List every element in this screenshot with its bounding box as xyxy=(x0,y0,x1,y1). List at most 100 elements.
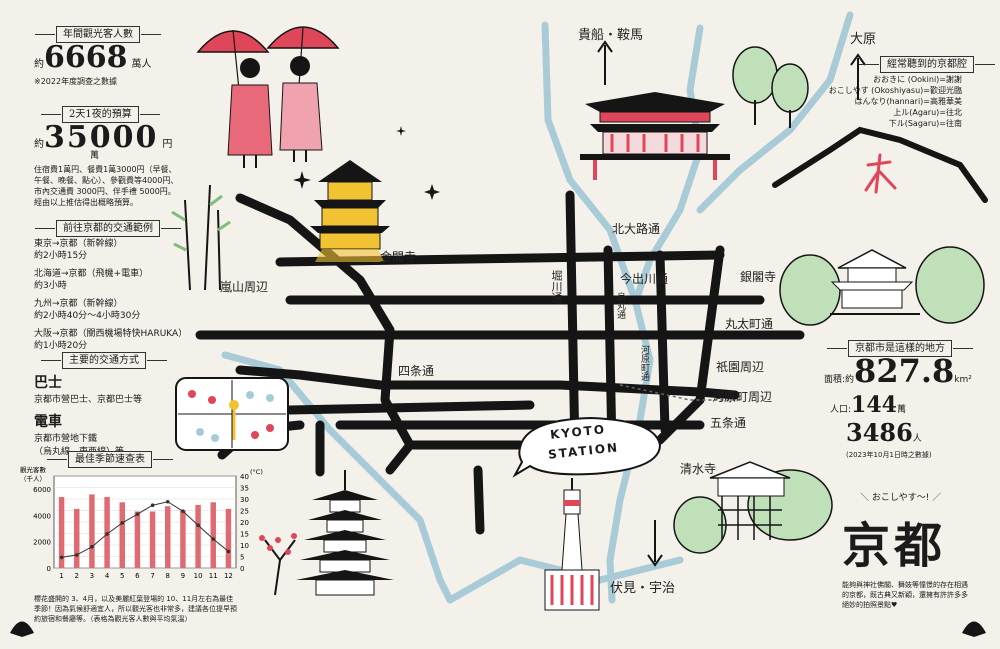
chart-tick-x: 9 xyxy=(181,572,185,580)
street-horikawa: 堀川通 xyxy=(550,270,563,303)
arrow-south-icon xyxy=(647,520,663,567)
street-kitaoji: 北大路通 xyxy=(612,222,661,236)
population-value-2: 3486 xyxy=(846,418,913,447)
phrase-item: 下ル(Sagaru)=往南 xyxy=(888,119,962,128)
chart-tick-right: 25 xyxy=(240,508,249,516)
fan-icon xyxy=(10,621,986,637)
chart-tick-right: 35 xyxy=(240,485,249,493)
destination-fushimi: 伏見・宇治 xyxy=(610,581,676,596)
chart-tick-left: 0 xyxy=(47,565,51,573)
street-marutamachi: 丸太町通 xyxy=(725,317,774,331)
city-note: (2023年10月1日時之數據) xyxy=(846,451,932,459)
chart-tick-x: 6 xyxy=(135,572,140,580)
chart-bar xyxy=(165,506,171,568)
destination-ohara: 大原 xyxy=(850,32,877,47)
shrine-illustration-icon xyxy=(580,92,730,180)
chart-point xyxy=(90,545,94,549)
trees-illustration-icon xyxy=(732,46,809,128)
ginkakuji-illustration-icon xyxy=(779,246,985,326)
chart-bar xyxy=(89,494,95,568)
budget-number: 35000 xyxy=(44,120,159,155)
main-title: 京都 xyxy=(842,518,947,574)
chart-point xyxy=(211,537,216,541)
chart-bar xyxy=(210,502,216,568)
access-list: 東京→京都（新幹線） 約2小時15分 北海道→京都（飛機+電車） 約3小時 九州… xyxy=(34,239,188,351)
phrase-item: 上ル(Agaru)=往北 xyxy=(893,108,962,117)
visitors-label: 年間觀光客人數 xyxy=(35,26,161,43)
arrow-northeast-icon xyxy=(850,53,866,100)
chart-tick-x: 11 xyxy=(209,572,218,580)
city-area: 面積:約827.8km² xyxy=(824,352,972,390)
label-kinkakuji: 金閣寺 xyxy=(380,250,417,264)
phrase-item: はんなり(hannari)=高雅華美 xyxy=(854,97,962,106)
chart-ylabel-left: 觀光客數 xyxy=(20,466,47,474)
kiyomizu-illustration-icon xyxy=(673,461,833,554)
street-arashiyama: 嵐山周辺 xyxy=(220,280,269,294)
chart-tick-x: 5 xyxy=(120,572,124,580)
chart-point xyxy=(196,523,200,528)
access-route: 大阪→京都（關西機場特快HARUKA） xyxy=(34,329,188,339)
visitors-number: 6668 xyxy=(44,40,128,75)
budget-unit-man: 萬 xyxy=(90,151,100,161)
city-label: 京都市是這樣的地方 xyxy=(827,340,973,357)
street-kawaramachi-v: 河原町通 xyxy=(639,345,649,381)
bento-illustration-icon xyxy=(175,377,289,451)
label-ginkakuji: 銀閣寺 xyxy=(740,270,777,284)
plum-tree-illustration-icon xyxy=(259,533,297,596)
chart-tick-x: 7 xyxy=(150,572,154,580)
street-gojo: 五条通 xyxy=(710,416,747,430)
chart-tick-x: 12 xyxy=(224,572,233,580)
chart-tick-right: 0 xyxy=(240,565,244,573)
chart-ylabel-right: (°C) xyxy=(250,468,263,476)
chart-tick-x: 10 xyxy=(194,572,203,580)
greeting-text: ＼ おこしやす〜! ／ xyxy=(860,493,942,503)
title-description: 能夠與神社佛閣、舞妓等憧憬的存在相遇 的京都，既古典又新穎，還擁有許許多多 絕妙… xyxy=(842,581,968,609)
pagoda-illustration-icon xyxy=(296,470,394,596)
season-notes: 櫻花盛開的 3、4月，以及美麗紅葉登場的 10、11月左右為最佳 季節！因為氣候… xyxy=(34,595,237,623)
chart-tick-left: 2000 xyxy=(33,539,51,547)
chart-point xyxy=(150,503,155,508)
transport-label: 主要的交通方式 xyxy=(41,352,167,369)
street-gion: 祇園周辺 xyxy=(716,360,765,374)
chart-tick-x: 3 xyxy=(90,572,94,580)
station-bubble xyxy=(512,416,662,478)
chart-bar xyxy=(58,497,65,568)
access-route: 北海道→京都（飛機+電車） xyxy=(34,269,149,279)
chart-bar xyxy=(195,504,201,568)
access-route: 九州→京都（新幹線） xyxy=(34,299,123,309)
access-label: 前往京都的交通範例 xyxy=(35,220,181,237)
daimonji-icon xyxy=(864,153,897,194)
chart-tick-x: 4 xyxy=(105,572,110,580)
destination-kurama: 貴船・鞍馬 xyxy=(578,28,644,43)
chart-tick-right: 40 xyxy=(240,473,249,481)
chart-bar xyxy=(225,508,232,568)
chart-tick-right: 10 xyxy=(240,542,249,550)
phrases-list: おおきに (Ookini)=謝謝 おこしやす (Okoshiyasu)=歡迎光臨… xyxy=(829,74,962,129)
chart-point xyxy=(120,521,125,525)
population-value-1: 144 xyxy=(851,392,897,418)
phrase-item: おおきに (Ookini)=謝謝 xyxy=(873,75,962,84)
chart-ylabel-left: （千人） xyxy=(20,474,46,483)
chart-line xyxy=(61,501,229,558)
chart-bar xyxy=(149,511,156,568)
street-kawaramachi: 河原町周辺 xyxy=(712,390,773,404)
chart-bar xyxy=(134,511,141,568)
chart-point xyxy=(181,509,185,513)
street-karasuma: 烏丸通 xyxy=(615,292,625,319)
mountain-daimonji xyxy=(772,126,988,203)
chart-tick-right: 15 xyxy=(240,531,249,539)
budget-label: 2天1夜的預算 xyxy=(41,106,160,123)
transport-bus: 巴士 xyxy=(34,375,62,391)
chart-tick-right: 5 xyxy=(240,554,244,562)
sparkle-icon xyxy=(293,126,440,200)
transport-train: 電車 xyxy=(34,414,62,430)
maiko-illustration-icon xyxy=(196,26,340,168)
chart-tick-left: 6000 xyxy=(33,486,51,494)
chart-bar xyxy=(74,508,80,568)
roads xyxy=(195,190,805,535)
access-route: 東京→京都（新幹線） xyxy=(34,239,123,249)
kyoto-tower-illustration-icon xyxy=(544,478,600,611)
